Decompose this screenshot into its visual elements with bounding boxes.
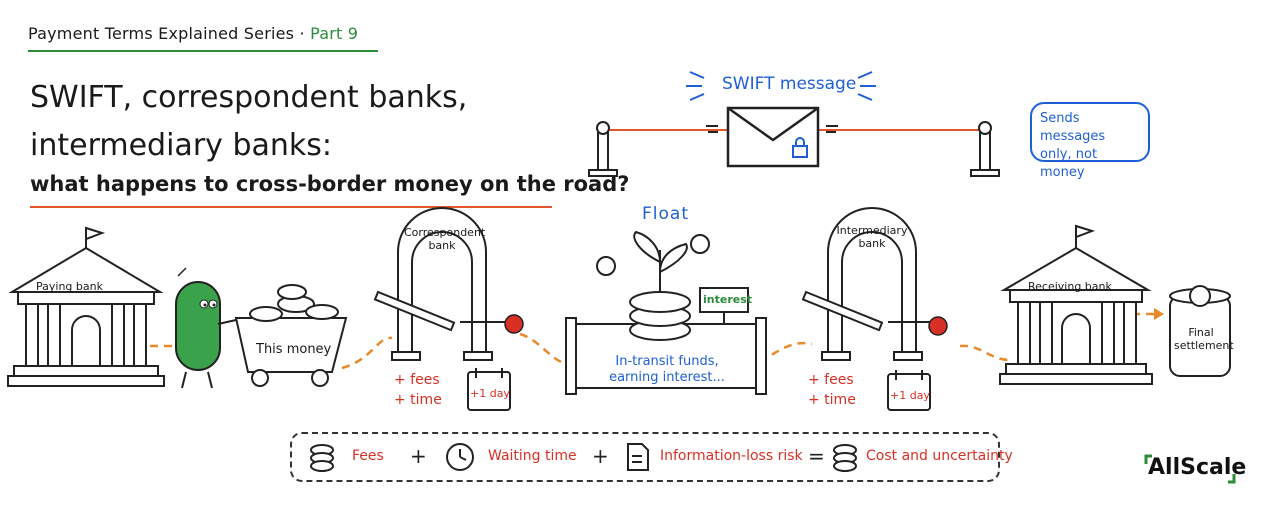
legend-result: Cost and uncertainty <box>866 448 1013 464</box>
receiving-bank-label: Receiving bank <box>1028 280 1112 293</box>
fee-coin-icon <box>928 316 948 336</box>
title-underline <box>30 206 552 208</box>
final-line-2: settlement <box>1174 339 1234 352</box>
final-line-1: Final <box>1188 326 1214 339</box>
title-line-2: intermediary banks: <box>30 128 332 163</box>
coins-icon <box>833 444 857 472</box>
float-label: Float <box>642 204 689 224</box>
correspondent-line-2: bank <box>428 239 456 252</box>
interest-sign: interest <box>703 293 753 306</box>
intermediary-line-1: Intermediary <box>836 224 908 237</box>
brand-logo-mark <box>1144 454 1236 484</box>
clock-icon <box>446 443 474 471</box>
correspondent-line-1: Correspondent <box>404 226 486 239</box>
bubble-line-1: Sends messages <box>1040 111 1106 144</box>
time-left: + time <box>394 392 442 408</box>
subtitle: what happens to cross-border money on th… <box>30 172 630 196</box>
legend-plus-1: + <box>410 444 427 468</box>
transit-line-2: earning interest... <box>609 370 725 385</box>
series-label: Payment Terms Explained Series · Part 9 <box>28 24 358 43</box>
swift-signal-marks <box>686 71 876 101</box>
transit-note: In-transit funds, earning interest... <box>598 354 736 386</box>
legend-fees: Fees <box>352 448 384 464</box>
coins-icon <box>310 444 334 472</box>
green-character <box>175 267 237 389</box>
correspondent-gate <box>373 207 512 361</box>
flow-arrowhead <box>1154 308 1164 320</box>
legend-equals: = <box>808 444 825 468</box>
paying-bank-building <box>7 226 165 387</box>
intermediary-gate <box>801 207 936 361</box>
fees-right: + fees <box>808 372 854 388</box>
series-part: Part 9 <box>310 24 359 43</box>
receiving-bank-building <box>999 224 1153 385</box>
delay-left: +1 day <box>470 387 510 400</box>
legend-plus-2: + <box>592 444 609 468</box>
title-line-1: SWIFT, correspondent banks, <box>30 80 468 115</box>
money-cart <box>234 284 348 387</box>
float-fence <box>565 230 767 395</box>
series-separator: · <box>294 24 311 43</box>
fees-time-right: + fees + time <box>808 370 856 410</box>
document-icon <box>627 443 649 471</box>
fee-coin-icon <box>504 314 524 334</box>
cart-label: This money <box>256 342 332 357</box>
intermediary-line-2: bank <box>858 237 886 250</box>
legend-waiting: Waiting time <box>488 448 577 464</box>
fees-time-left: + fees + time <box>394 370 442 410</box>
calendar-icon <box>887 370 931 411</box>
final-settlement-label: Final settlement <box>1174 326 1234 352</box>
brand-logo: AllScale <box>1148 455 1247 480</box>
legend-box <box>290 432 1000 482</box>
swift-message-label: SWIFT message <box>722 74 857 94</box>
series-underline <box>28 50 378 52</box>
swift-note-bubble: Sends messages only, not money <box>1030 102 1150 180</box>
calendar-icon <box>467 368 511 411</box>
series-name: Payment Terms Explained Series <box>28 24 295 43</box>
paying-bank-label: Paying bank <box>36 280 103 293</box>
fees-left: + fees <box>394 372 440 388</box>
bubble-line-2: only, not money <box>1040 147 1098 180</box>
intermediary-bank-label: Intermediary bank <box>832 224 912 250</box>
time-right: + time <box>808 392 856 408</box>
transit-line-1: In-transit funds, <box>615 354 719 369</box>
settlement-jar <box>1169 285 1231 377</box>
envelope-icon <box>706 106 838 168</box>
correspondent-bank-label: Correspondent bank <box>404 226 486 252</box>
legend-info-loss: Information-loss risk <box>660 448 803 464</box>
delay-right: +1 day <box>890 389 930 402</box>
